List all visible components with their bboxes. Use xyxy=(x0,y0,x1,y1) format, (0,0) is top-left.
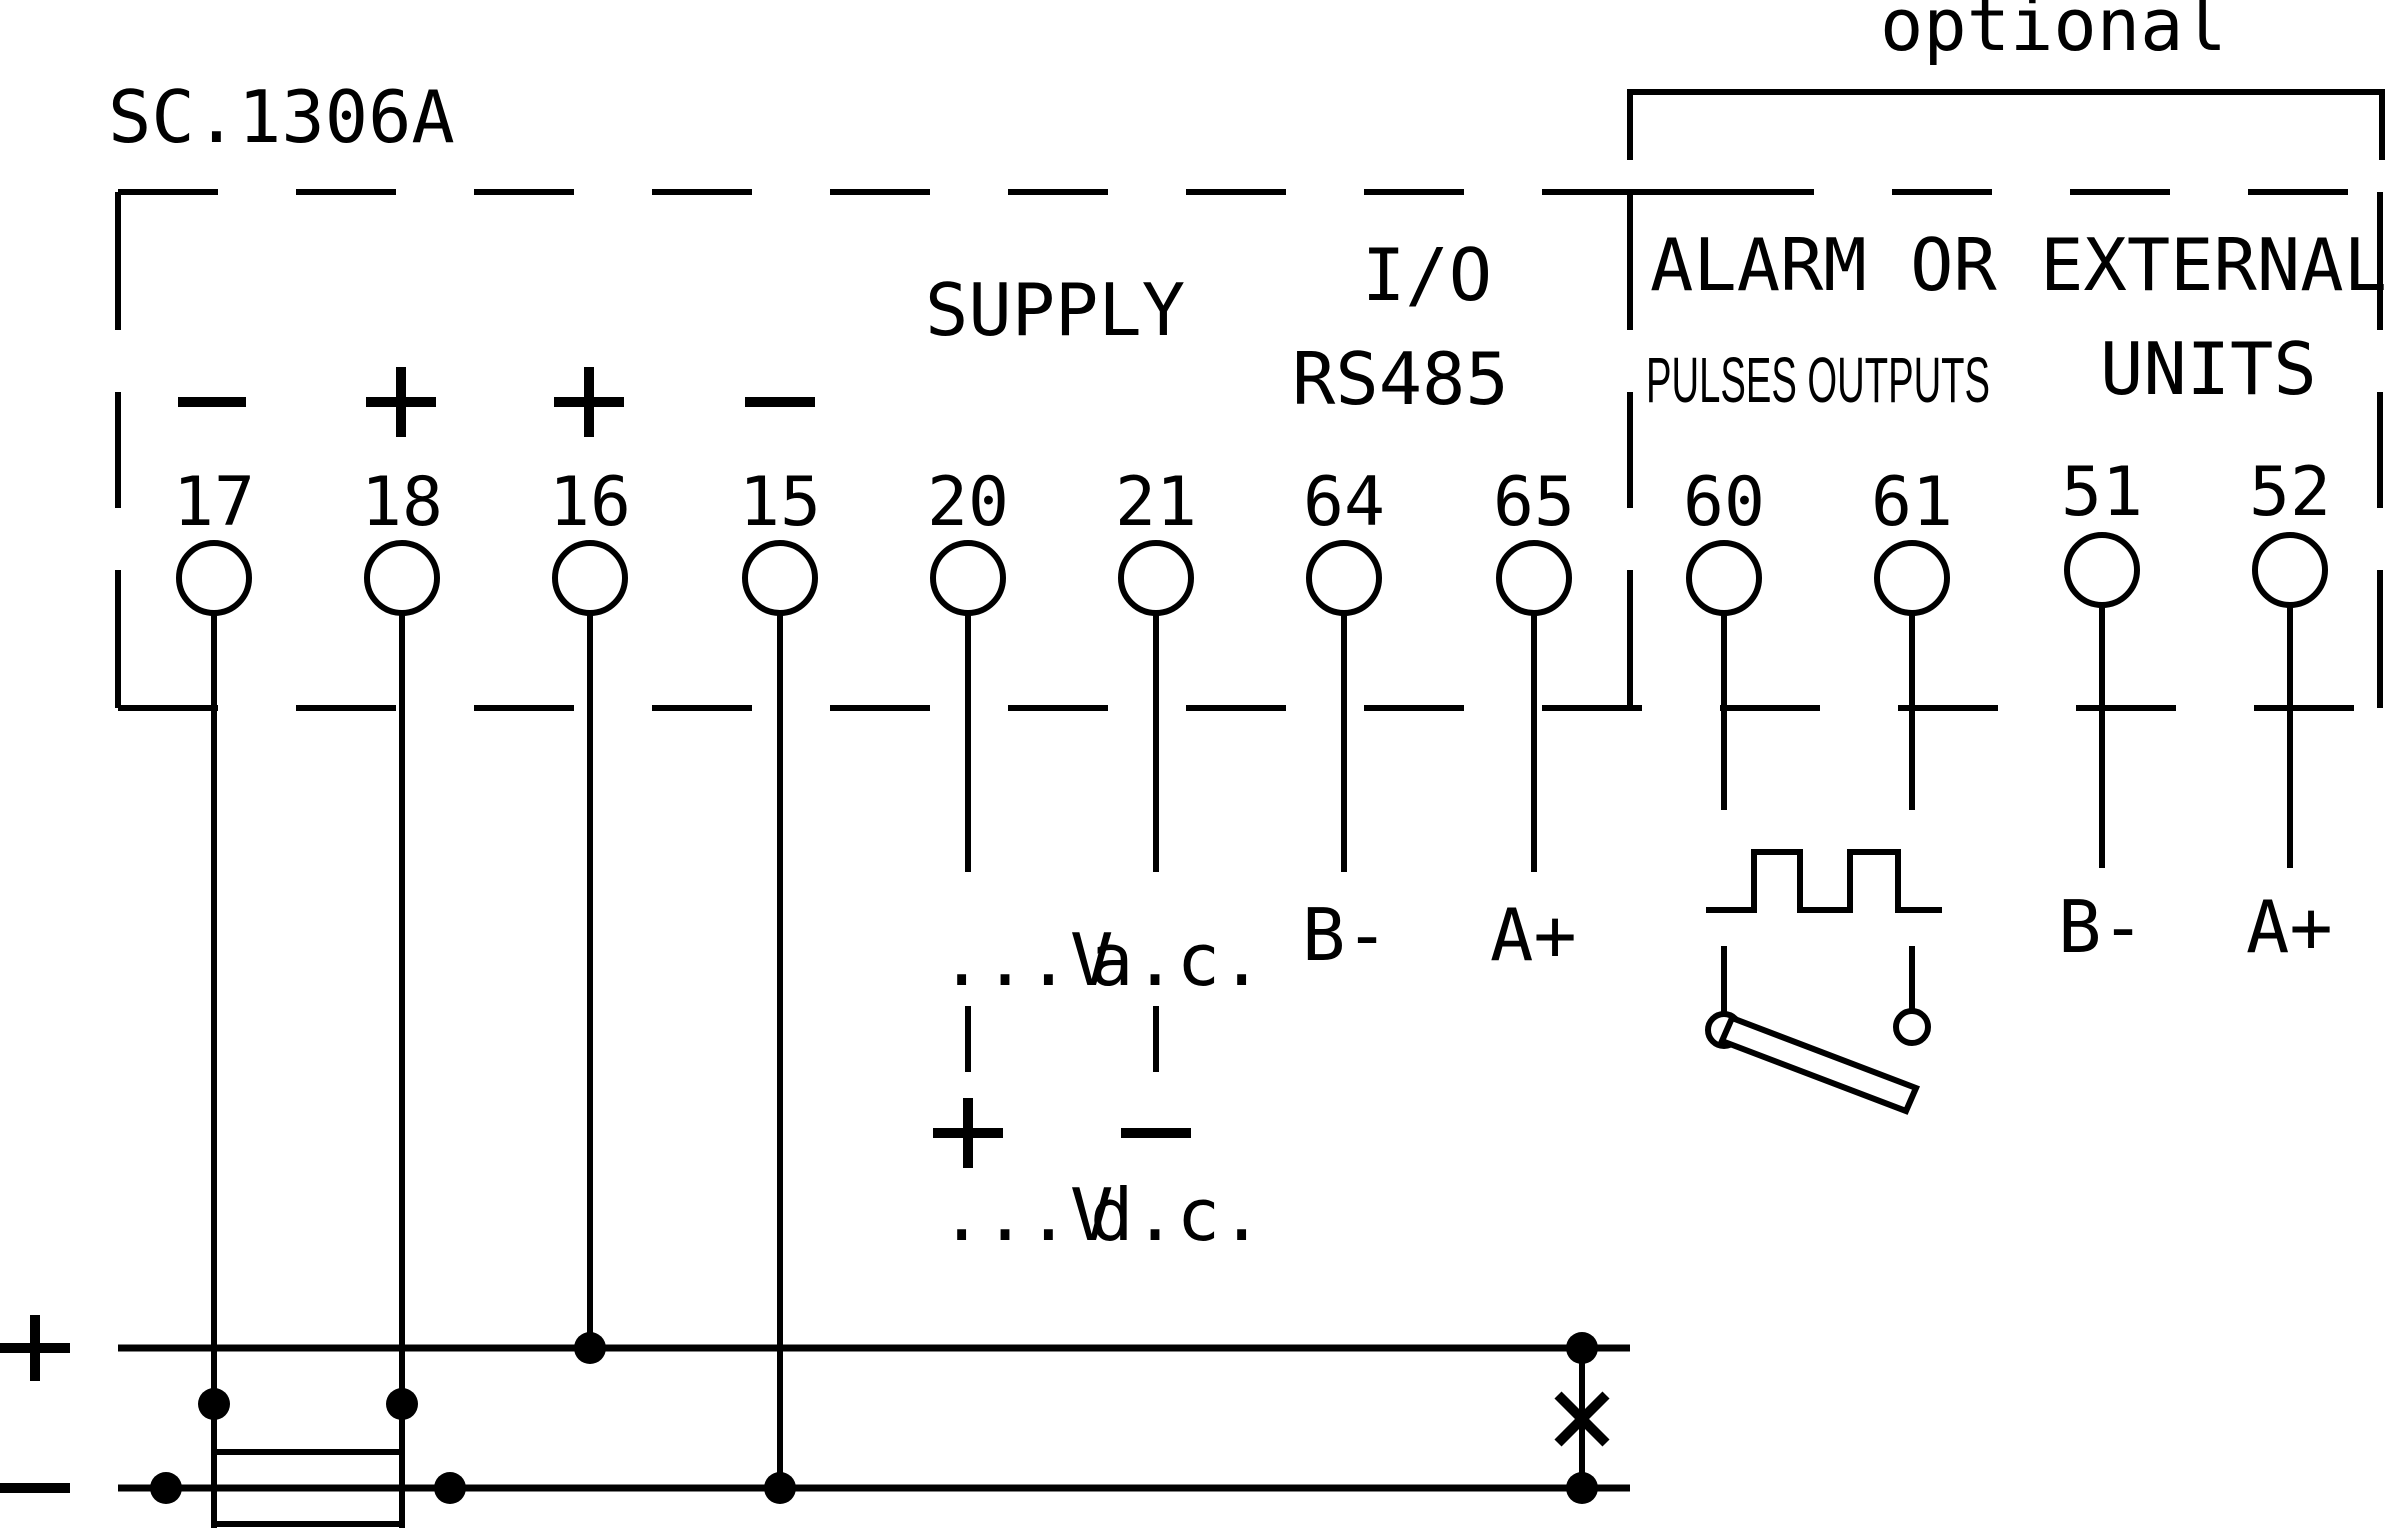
pulse-waveform-icon xyxy=(1706,849,1942,913)
terminal-number-15: 15 xyxy=(739,463,821,542)
units-b-label: B- xyxy=(2058,885,2145,969)
terminals xyxy=(176,532,2328,616)
fuse-box xyxy=(211,1449,405,1527)
terminal-number-21: 21 xyxy=(1115,463,1197,542)
terminal-number-20: 20 xyxy=(927,463,1009,542)
supply-dc-type: d.c. xyxy=(1090,1173,1263,1257)
terminal-number-51: 51 xyxy=(2061,453,2143,532)
junction-minus-left xyxy=(150,1472,182,1504)
optional-label: optional xyxy=(1880,0,2227,67)
terminal-numbers: 17 18 16 15 20 21 64 65 60 61 51 52 xyxy=(173,453,2331,542)
plus-sign-18 xyxy=(366,367,436,437)
switch-contact-right xyxy=(1893,1008,1931,1046)
terminal-number-16: 16 xyxy=(549,463,631,542)
supply-dc-plus-sign xyxy=(933,1098,1003,1168)
terminal-16 xyxy=(552,540,628,616)
terminal-17 xyxy=(176,540,252,616)
io-label: I/O xyxy=(1362,233,1492,317)
terminal-15 xyxy=(742,540,818,616)
breaker-x-b xyxy=(1554,1391,1610,1447)
terminal-64 xyxy=(1306,540,1382,616)
terminal-52 xyxy=(2252,532,2328,608)
terminal-number-52: 52 xyxy=(2249,453,2331,532)
polarity-signs xyxy=(178,367,815,437)
terminal-18 xyxy=(364,540,440,616)
terminal-number-60: 60 xyxy=(1683,463,1765,542)
model-label: SC.1306A xyxy=(108,75,455,159)
supply-ac-voltage: ...V xyxy=(940,918,1113,1002)
terminal-65 xyxy=(1496,540,1572,616)
plus-sign-16 xyxy=(554,367,624,437)
terminal-20 xyxy=(930,540,1006,616)
terminal-leads xyxy=(211,604,2293,1528)
junction-15-minus xyxy=(764,1472,796,1504)
units-a-label: A+ xyxy=(2246,885,2333,969)
junction-16-plus xyxy=(574,1332,606,1364)
junction-18 xyxy=(386,1388,418,1420)
terminal-number-17: 17 xyxy=(173,463,255,542)
terminal-number-61: 61 xyxy=(1871,463,1953,542)
terminal-number-18: 18 xyxy=(361,463,443,542)
units-label: UNITS xyxy=(2100,327,2317,411)
junction-minus-fuse xyxy=(434,1472,466,1504)
supply-label: SUPPLY xyxy=(925,268,1185,352)
rs485-b-label: B- xyxy=(1302,893,1389,977)
terminal-21 xyxy=(1118,540,1194,616)
terminal-51 xyxy=(2064,532,2140,608)
supply-ac-type: a.c. xyxy=(1090,918,1263,1002)
rs485-label: RS485 xyxy=(1292,337,1509,421)
terminal-61 xyxy=(1874,540,1950,616)
supply-dc-voltage: ...V xyxy=(940,1173,1113,1257)
pulses-outputs-label: PULSES OUTPUTS xyxy=(1646,344,1990,416)
alarm-label: ALARM OR EXTERNAL xyxy=(1650,223,2387,307)
terminal-number-65: 65 xyxy=(1493,463,1575,542)
rs485-a-label: A+ xyxy=(1490,893,1577,977)
optional-bracket xyxy=(1627,89,2385,160)
terminal-number-64: 64 xyxy=(1303,463,1385,542)
junction-17 xyxy=(198,1388,230,1420)
terminal-60 xyxy=(1686,540,1762,616)
switch-arm-icon xyxy=(1717,1014,1921,1115)
